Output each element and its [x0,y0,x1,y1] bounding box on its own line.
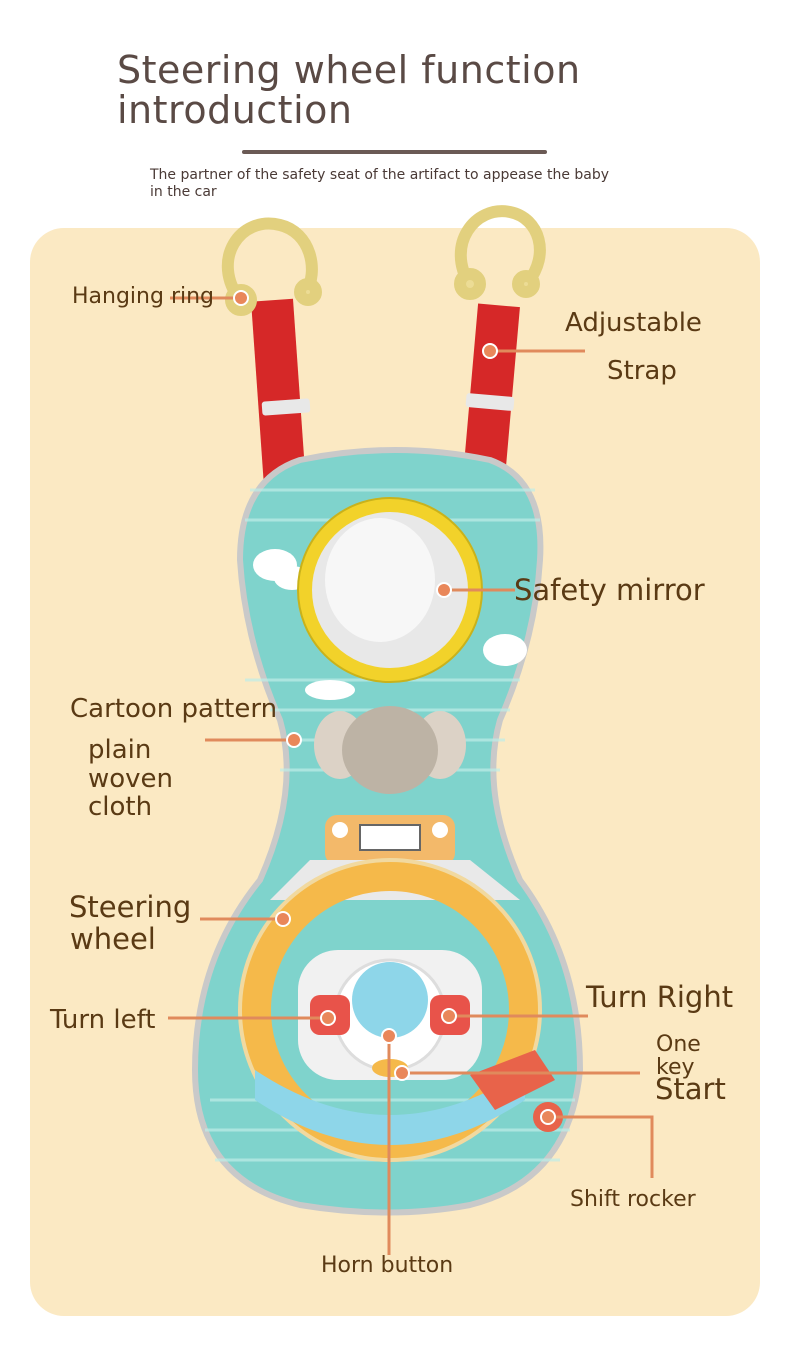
adjustable-strap-left [251,298,311,502]
label-cloth: cloth [88,792,153,822]
label-adjustable: Adjustable [565,308,702,338]
label-plain: plain [88,735,152,765]
marker-adjustable-strap [482,343,498,359]
label-wheel: wheel [70,922,156,956]
leader-lines [168,296,654,1255]
label-cartoon-pattern: Cartoon pattern [70,694,278,724]
label-horn-button: Horn button [321,1253,454,1278]
label-safety-mirror: Safety mirror [514,573,705,607]
label-start: Start [655,1072,726,1106]
marker-shift-rocker [540,1109,556,1125]
title-line-1: Steering wheel function [117,48,581,92]
elephant-car-illustration [314,706,466,865]
label-one: One [656,1032,701,1057]
label-woven: woven [88,764,174,794]
marker-one-key-start [394,1065,410,1081]
marker-turn-left [320,1010,336,1026]
marker-hanging-ring [233,290,249,306]
subtitle: The partner of the safety seat of the ar… [150,167,610,200]
title-line-2: introduction [117,88,353,132]
label-turn-left: Turn left [50,1005,156,1035]
leader-shift-rocker [548,1115,654,1178]
label-turn-right: Turn Right [586,980,734,1014]
safety-mirror [297,497,483,683]
label-hanging-ring: Hanging ring [72,284,215,309]
marker-steering-wheel [275,911,291,927]
label-shift-rocker: Shift rocker [570,1187,696,1212]
label-strap: Strap [607,356,677,386]
marker-turn-right [441,1008,457,1024]
marker-safety-mirror [436,582,452,598]
marker-cartoon-pattern [286,732,302,748]
marker-horn-button [381,1028,397,1044]
label-steering: Steering [69,890,192,924]
page-title: Steering wheel function introduction [117,50,581,130]
label-key: key [656,1055,695,1080]
hanging-ring-right [454,205,546,300]
title-divider [242,150,547,154]
